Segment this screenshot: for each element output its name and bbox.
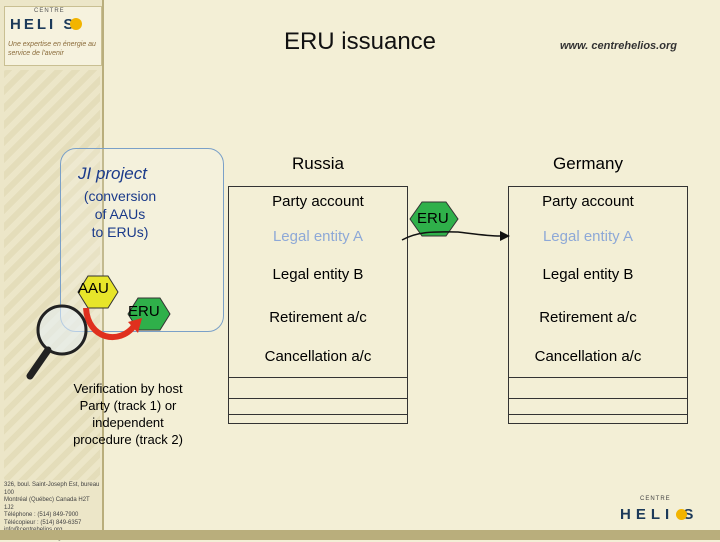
transfer-arrowhead-icon (500, 231, 510, 241)
transfer-arrow-icon (402, 232, 500, 240)
transfer-eru-label: ERU (417, 210, 449, 227)
magnifier-handle-icon (30, 350, 48, 376)
aau-label: AAU (78, 280, 109, 297)
conversion-arrow-icon (86, 308, 134, 337)
magnifier-icon (38, 306, 86, 354)
eru-label: ERU (128, 303, 160, 320)
